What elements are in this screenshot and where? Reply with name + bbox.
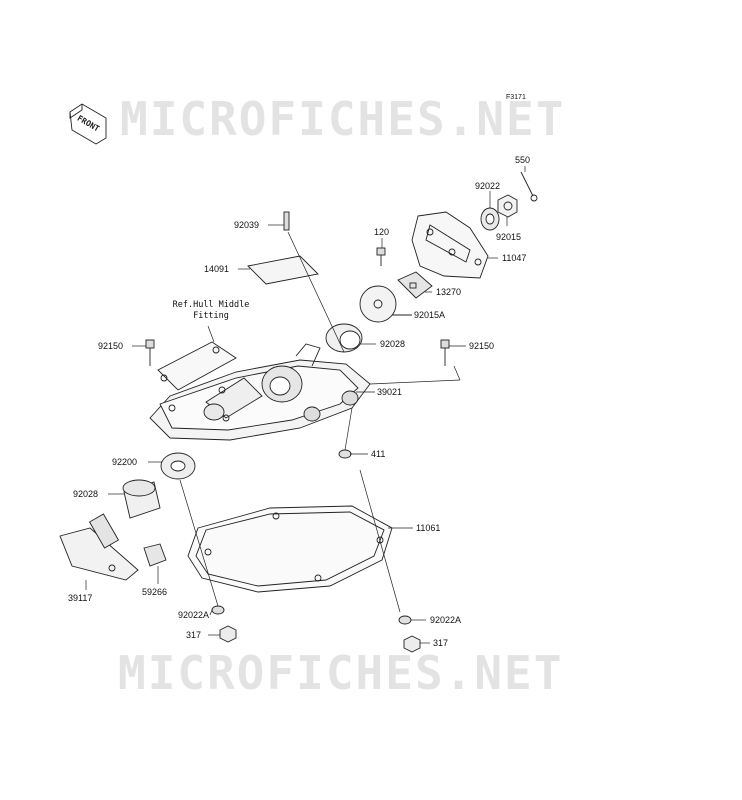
part-120-bolt (376, 247, 386, 266)
watermark-top: MICROFICHES.NET (120, 92, 566, 146)
reference-note: Ref.Hull Middle Fitting (164, 300, 258, 322)
label-92150-left: 92150 (98, 341, 124, 351)
label-11047: 11047 (502, 253, 527, 263)
label-92015A: 92015A (414, 310, 446, 320)
part-92015-nut (497, 194, 518, 218)
watermark-bottom: MICROFICHES.NET (118, 646, 564, 700)
label-411: 411 (371, 449, 386, 459)
part-550-pin (520, 171, 538, 202)
part-317-right-nut (403, 635, 421, 653)
label-317-right: 317 (433, 638, 449, 648)
label-92022A-right: 92022A (430, 615, 462, 625)
part-92200-washer (160, 452, 196, 480)
label-317-left: 317 (186, 630, 202, 640)
front-arrow-icon: FRONT (69, 103, 107, 145)
part-92022A-left-washer (211, 605, 225, 615)
figure-code: F3171 (506, 94, 526, 101)
part-92028-top-bushing (325, 323, 363, 353)
part-13270-plate (397, 271, 433, 299)
label-92015: 92015 (496, 232, 522, 242)
label-92028-top: 92028 (380, 339, 406, 349)
part-92150-bolt-left (145, 339, 155, 366)
leader-lines (85, 166, 526, 644)
part-317-left-nut (219, 625, 237, 643)
part-11061-gasket (187, 505, 393, 593)
main-housing (149, 343, 371, 441)
reference-note-line2: Fitting (193, 311, 229, 321)
part-92028-left-bushing (122, 479, 161, 519)
label-14091: 14091 (204, 264, 230, 274)
label-39021: 39021 (377, 387, 403, 397)
label-13270: 13270 (436, 287, 462, 297)
part-92022-washer (480, 207, 500, 231)
label-92200: 92200 (112, 457, 138, 467)
label-39117: 39117 (68, 593, 93, 603)
label-550: 550 (515, 155, 531, 165)
part-411-washer (338, 449, 352, 459)
label-92028-left: 92028 (73, 489, 99, 499)
label-92022A-left: 92022A (178, 610, 210, 620)
reference-note-line1: Ref.Hull Middle (172, 300, 250, 310)
label-92039: 92039 (234, 220, 260, 230)
ref-hull-fitting (157, 341, 237, 391)
part-92039-pin (283, 211, 290, 231)
label-59266: 59266 (142, 587, 168, 597)
part-92150-bolt-right (440, 339, 450, 366)
part-92015A-nut (359, 285, 412, 323)
part-59266-fitting (143, 543, 167, 567)
label-92150-right: 92150 (469, 341, 495, 351)
label-11061: 11061 (416, 523, 441, 533)
part-92022A-right-washer (398, 615, 412, 625)
part-11047-bracket (411, 211, 489, 279)
part-14091-plate (247, 255, 319, 285)
label-92022: 92022 (475, 181, 501, 191)
part-39117-lever (59, 513, 139, 581)
label-120: 120 (374, 227, 390, 237)
